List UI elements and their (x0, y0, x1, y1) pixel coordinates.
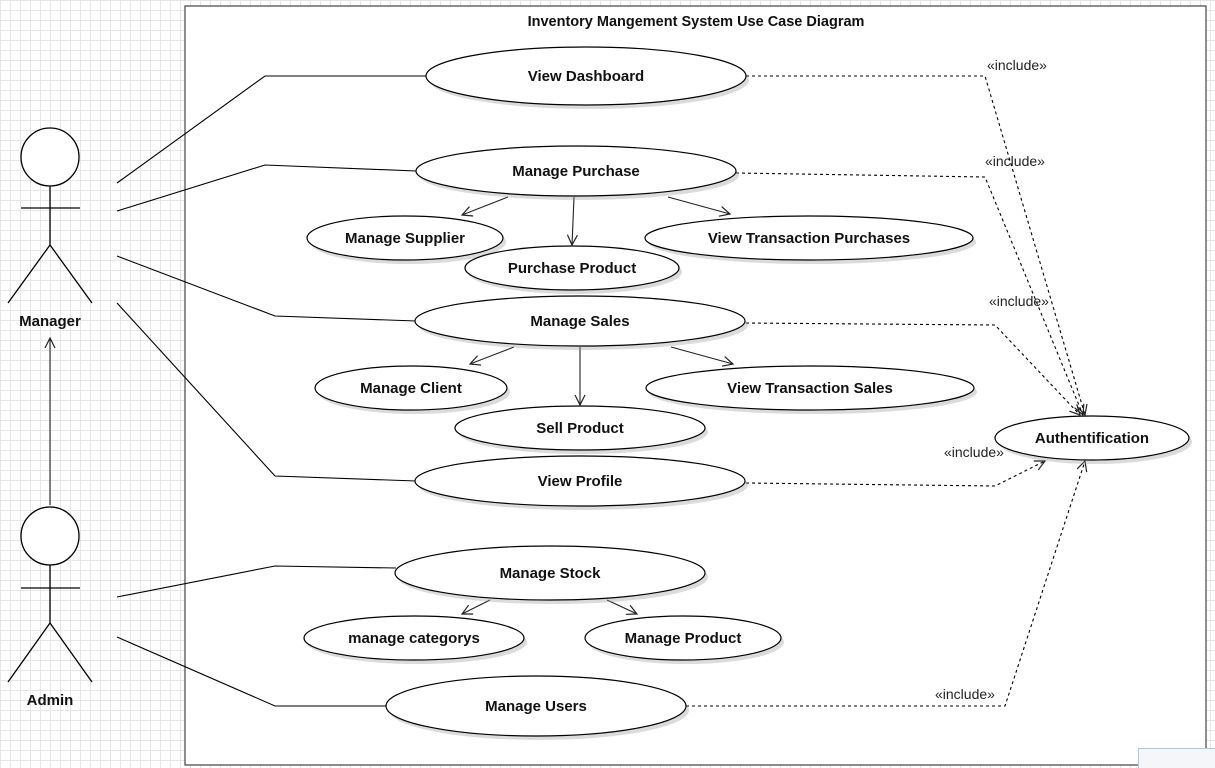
use-case-view-profile[interactable]: View Profile (414, 455, 748, 510)
use-case-sell-product[interactable]: Sell Product (454, 405, 708, 454)
include-label-1: «include» (987, 57, 1047, 73)
admin-label: Admin (27, 692, 74, 709)
extend-purchase-product (572, 196, 574, 245)
use-case-manage-product[interactable]: Manage Product (584, 615, 784, 664)
include-purchase-auth (735, 172, 1083, 415)
include-label-3: «include» (989, 293, 1049, 309)
use-case-manage-stock[interactable]: Manage Stock (394, 545, 708, 604)
diagram-title: Inventory Mangement System Use Case Diag… (528, 14, 865, 30)
include-label-2: «include» (985, 153, 1045, 169)
view-transaction-sales-label: View Transaction Sales (727, 380, 893, 397)
use-case-manage-categorys[interactable]: manage categorys (303, 615, 527, 664)
use-case-manage-supplier[interactable]: Manage Supplier (306, 215, 506, 264)
use-case-authentification[interactable]: Authentification (994, 415, 1192, 464)
include-label-5: «include» (935, 686, 995, 702)
use-case-manage-purchase[interactable]: Manage Purchase (415, 145, 739, 200)
manage-client-label: Manage Client (360, 380, 462, 397)
sell-product-label: Sell Product (536, 420, 624, 437)
include-users-auth (686, 461, 1085, 707)
assoc-admin-users (116, 636, 386, 707)
assoc-manager-sales (116, 255, 417, 322)
assoc-manager-profile (116, 302, 417, 482)
extend-purchase-supplier (462, 196, 509, 215)
manage-product-label: Manage Product (625, 630, 742, 647)
authentification-label: Authentification (1035, 430, 1149, 447)
view-dashboard-label: View Dashboard (528, 68, 644, 85)
assoc-manager-dashboard (116, 75, 426, 184)
extend-sales-transactions (670, 346, 733, 364)
manager-actor[interactable]: Manager (7, 127, 93, 330)
manage-purchase-label: Manage Purchase (512, 163, 640, 180)
view-transaction-purchases-label: View Transaction Purchases (708, 230, 910, 247)
extend-stock-categorys (462, 599, 491, 614)
assoc-manager-purchase (116, 164, 417, 212)
manage-sales-label: Manage Sales (530, 313, 629, 330)
extend-sales-client (470, 346, 515, 364)
minimap-widget[interactable] (1138, 748, 1215, 768)
manage-stock-label: Manage Stock (500, 565, 602, 582)
include-label-4: «include» (944, 444, 1004, 460)
use-case-manage-sales[interactable]: Manage Sales (414, 295, 748, 350)
include-dashboard-auth (746, 75, 1085, 415)
include-sales-auth (745, 322, 1080, 415)
admin-actor[interactable]: Admin (7, 506, 93, 709)
manager-label: Manager (19, 313, 81, 330)
purchase-product-label: Purchase Product (508, 260, 636, 277)
view-profile-label: View Profile (538, 473, 623, 490)
manage-supplier-label: Manage Supplier (345, 230, 465, 247)
manage-users-label: Manage Users (485, 698, 587, 715)
use-case-view-transaction-purchases[interactable]: View Transaction Purchases (644, 215, 976, 264)
extend-purchase-transactions (667, 196, 730, 214)
use-case-manage-users[interactable]: Manage Users (385, 675, 689, 740)
use-case-manage-client[interactable]: Manage Client (314, 365, 510, 414)
extend-stock-product (606, 599, 637, 614)
assoc-admin-stock (116, 565, 397, 598)
use-case-purchase-product[interactable]: Purchase Product (464, 245, 682, 294)
manage-categorys-label: manage categorys (348, 630, 480, 647)
use-case-view-transaction-sales[interactable]: View Transaction Sales (645, 365, 977, 414)
use-case-view-dashboard[interactable]: View Dashboard (425, 46, 749, 109)
